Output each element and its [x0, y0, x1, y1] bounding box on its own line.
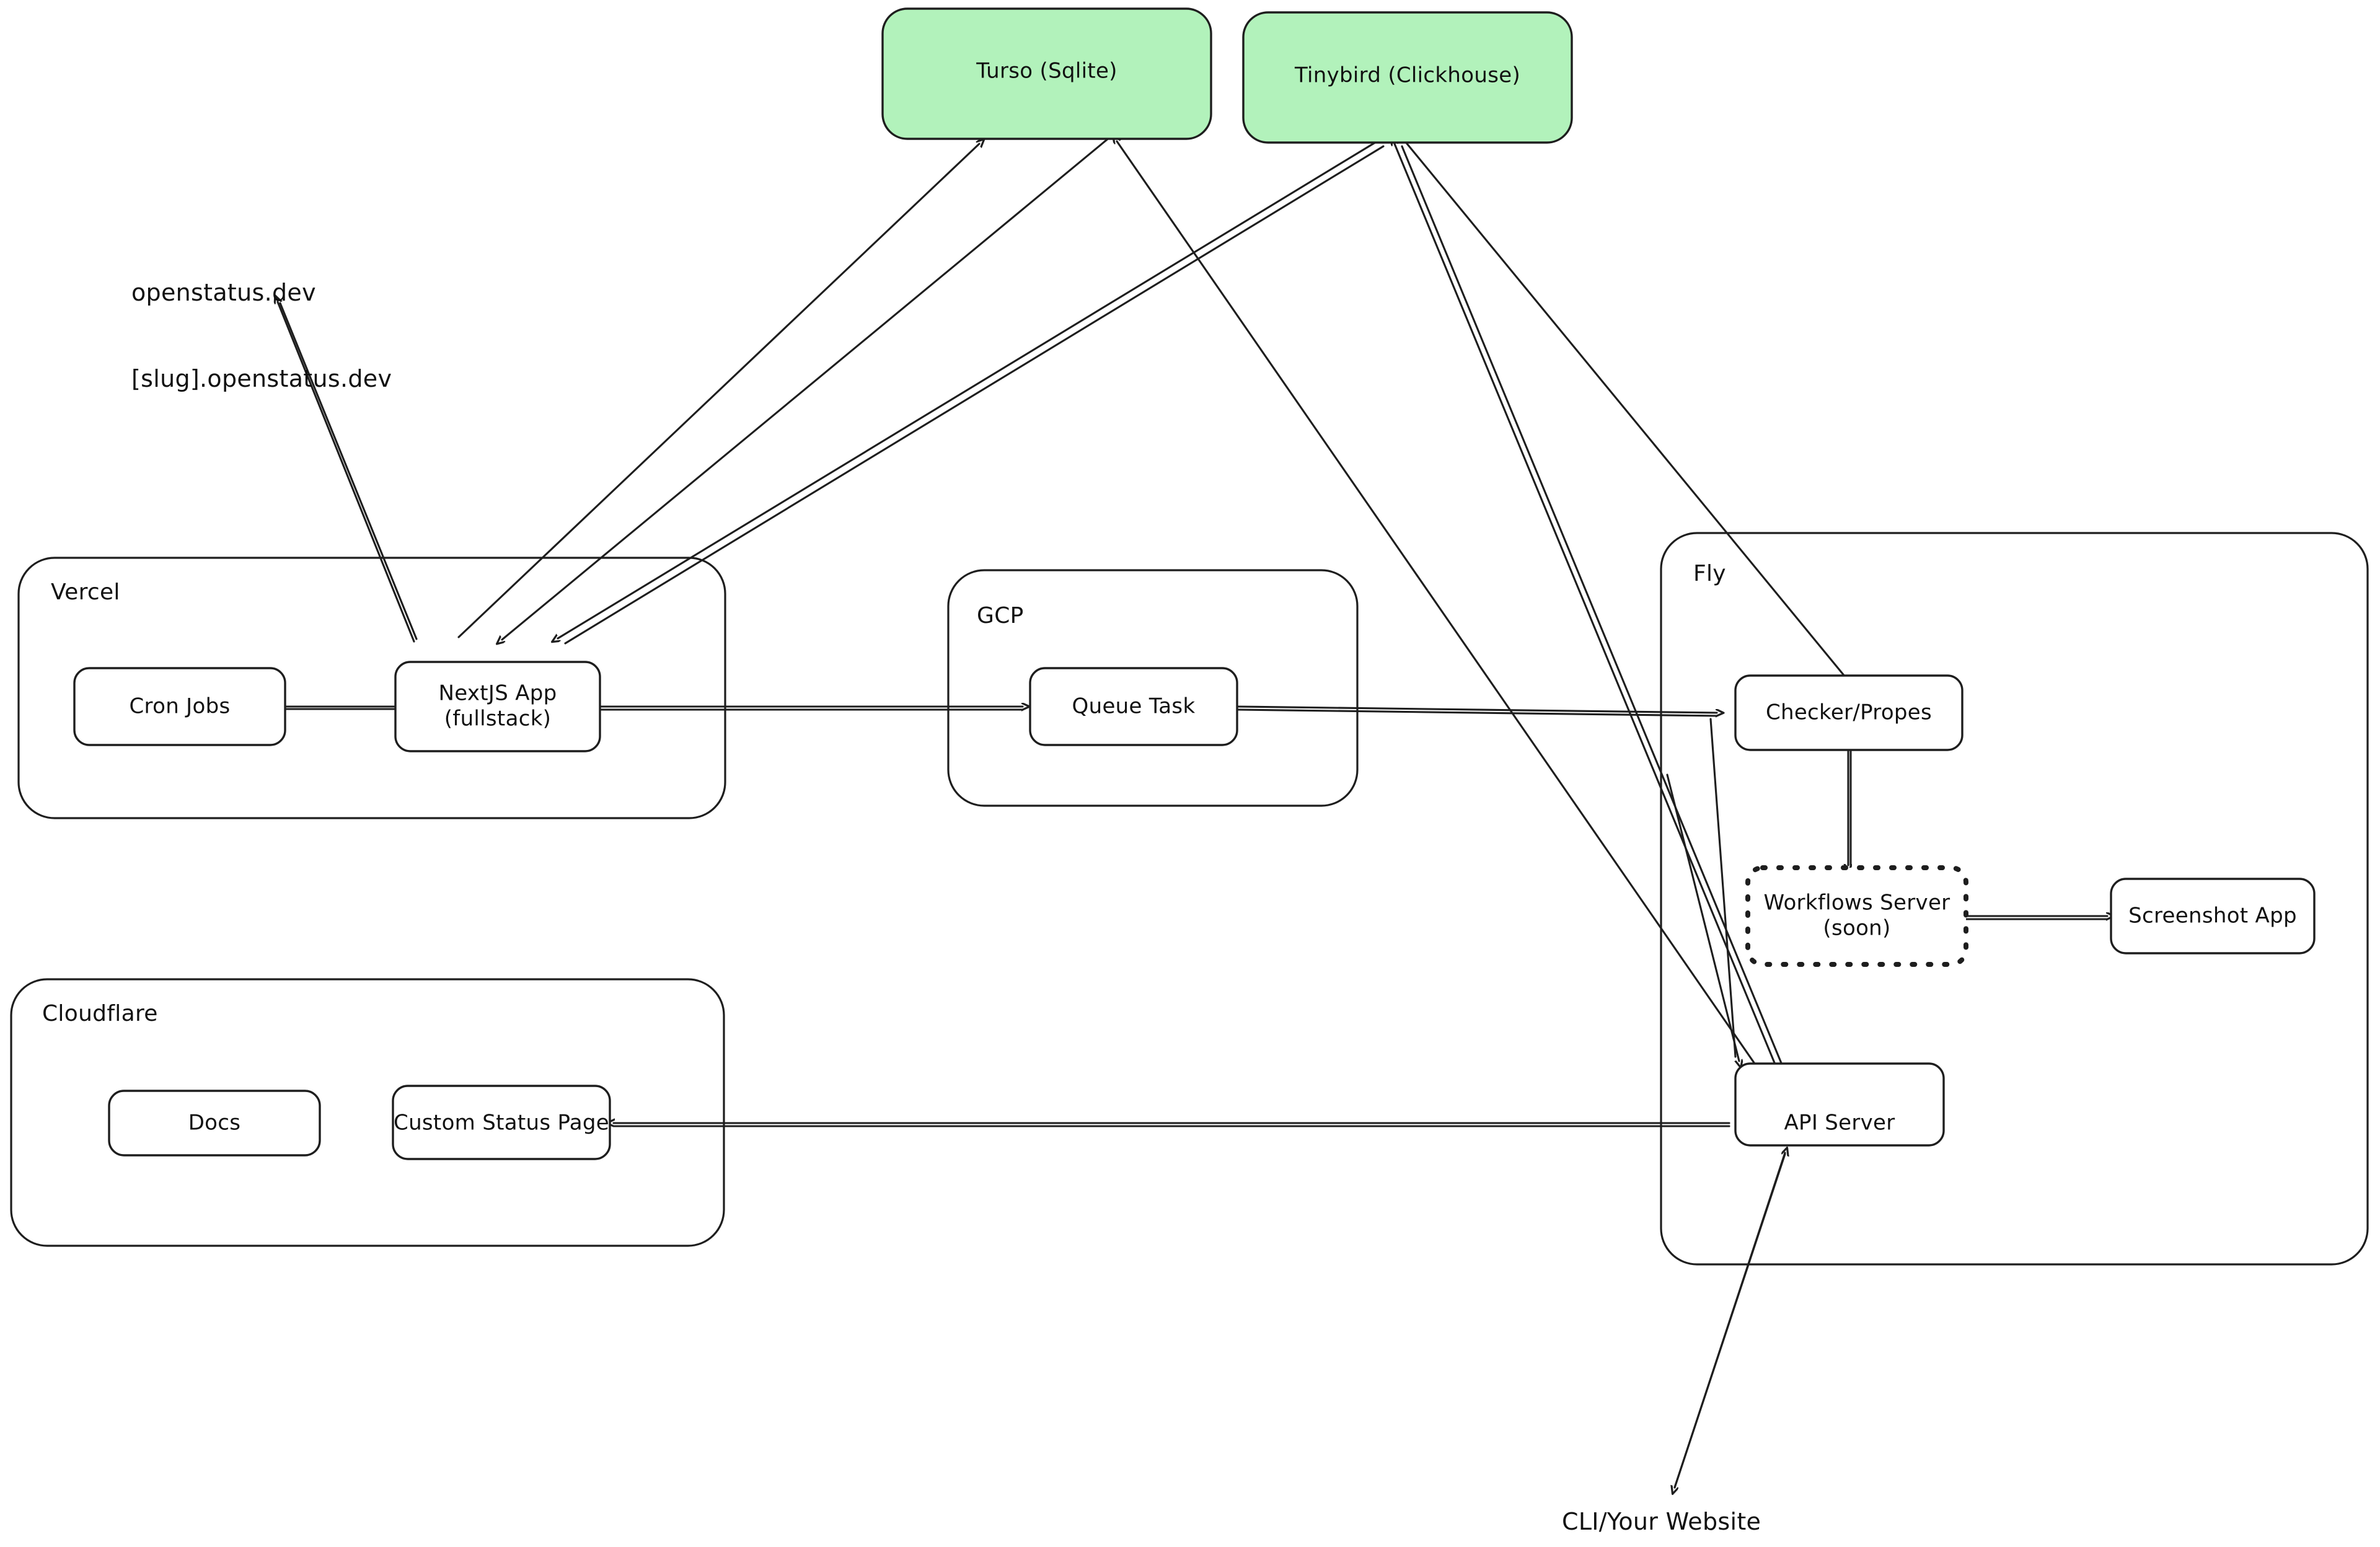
edge-turso-to-nextjs: [502, 136, 1111, 640]
node-custom-status-page-label[interactable]: Custom Status Page: [394, 1110, 609, 1135]
node-checker-propes-label[interactable]: Checker/Propes: [1765, 700, 1933, 725]
edge-workflows-to-screenshot: [1965, 916, 2107, 919]
node-workflows-server-label[interactable]: Workflows Server (soon): [1764, 839, 1950, 994]
group-fly-label: Fly: [1693, 561, 1726, 586]
domain-slug-label: [slug].openstatus.dev: [131, 364, 392, 392]
edge-api-to-tinybird: [1395, 144, 1799, 1104]
node-turso-label[interactable]: Turso (Sqlite): [976, 58, 1117, 84]
group-vercel-label: Vercel: [51, 580, 120, 605]
edge-checker-to-api: [1666, 718, 1739, 1061]
node-queue-task-label[interactable]: Queue Task: [1072, 694, 1196, 719]
edge-api-to-client: [1675, 1153, 1785, 1488]
node-nextjs-app-label[interactable]: NextJS App (fullstack): [438, 630, 557, 784]
group-gcp-label: GCP: [977, 603, 1024, 628]
group-cloudflare-label: Cloudflare: [42, 1001, 158, 1026]
edge-nextjs-to-turso: [457, 144, 979, 638]
node-api-server-label[interactable]: API Server: [1784, 1110, 1895, 1135]
cli-your-website-label: CLI/Your Website: [1562, 1508, 1761, 1535]
edge-tinybird-to-nextjs: [558, 140, 1385, 645]
node-tinybird-label[interactable]: Tinybird (Clickhouse): [1294, 63, 1521, 88]
domains-label-block: openstatus.dev [slug].openstatus.dev: [131, 221, 392, 451]
domain-primary-label: openstatus.dev: [131, 278, 316, 306]
edge-cron-to-nextjs: [284, 707, 397, 709]
edge-queue-to-checker: [1236, 705, 1717, 716]
edge-api-to-turso: [1117, 141, 1785, 1107]
group-vercel-frame: [17, 557, 726, 819]
edge-checker-to-tinybird: [1402, 138, 1849, 682]
node-workflows-server-text: Workflows Server (soon): [1763, 890, 1950, 941]
node-screenshot-app-label[interactable]: Screenshot App: [2128, 903, 2297, 928]
edge-nextjs-to-queue: [599, 707, 1023, 710]
node-docs-label[interactable]: Docs: [188, 1110, 241, 1135]
edge-api-to-status-page: [614, 1123, 1730, 1127]
node-cron-jobs-label[interactable]: Cron Jobs: [129, 694, 231, 719]
node-nextjs-app-line1: NextJS App (fullstack): [438, 681, 557, 731]
